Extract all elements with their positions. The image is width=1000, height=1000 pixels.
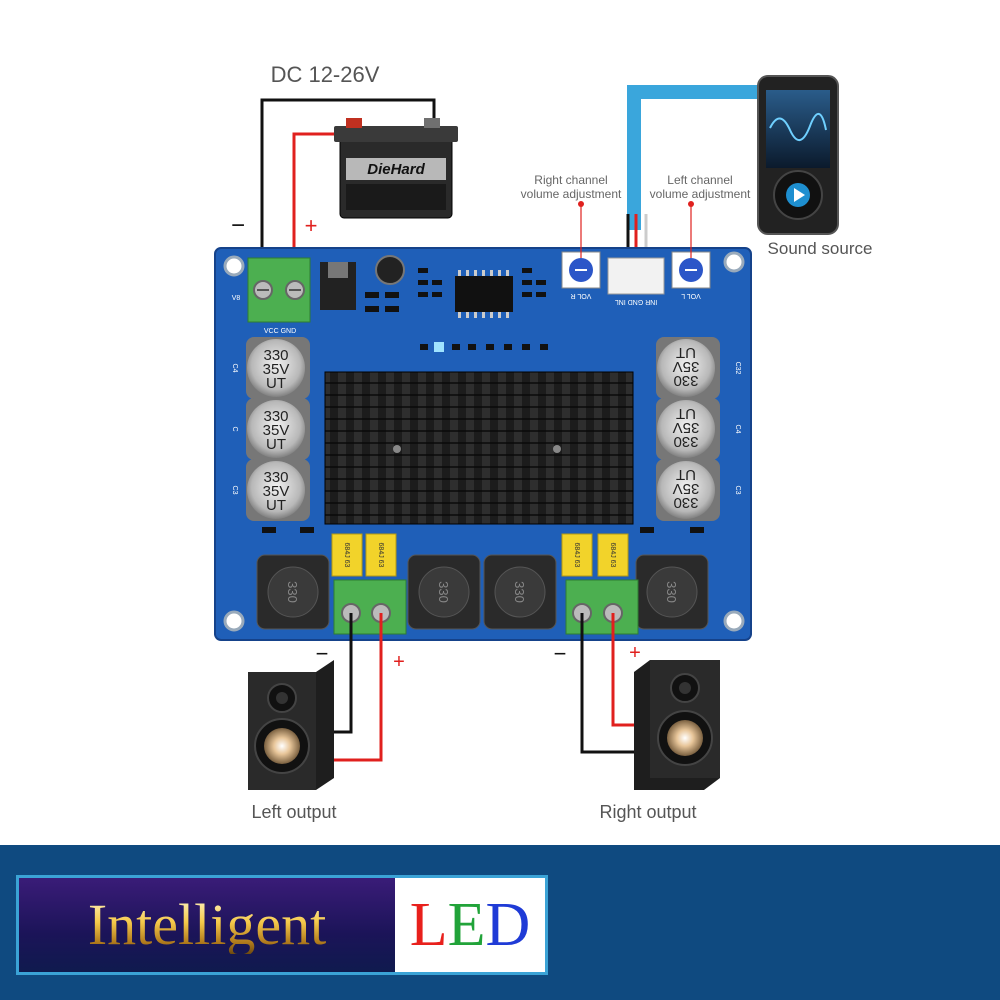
- right-channel-label-2: volume adjustment: [521, 187, 622, 201]
- svg-text:330: 330: [664, 581, 679, 603]
- svg-text:UT: UT: [676, 344, 696, 361]
- capacitor-right-1: 330 35V UT: [656, 337, 720, 399]
- inductor-4: 330: [636, 555, 708, 629]
- svg-text:684J 63: 684J 63: [377, 543, 384, 568]
- power-terminal-label: VCC GND: [264, 328, 296, 335]
- battery-brand: DieHard: [367, 161, 425, 178]
- svg-text:684J 63: 684J 63: [343, 543, 350, 568]
- right-speaker: [634, 660, 720, 790]
- brand-letter-e: E: [448, 894, 486, 956]
- svg-text:330: 330: [436, 581, 451, 603]
- amplifier-board: VCC GND V8: [215, 248, 751, 640]
- left-channel-label-1: Left channel: [667, 173, 732, 187]
- pot-right-label: VOL R: [571, 292, 592, 299]
- input-header-label: INR GND INL: [615, 298, 658, 305]
- svg-text:C4: C4: [734, 425, 741, 434]
- brand-letter-l: L: [410, 894, 448, 956]
- inductor-1: 330: [257, 555, 329, 629]
- brand-letter-d: D: [485, 894, 530, 956]
- left-minus-sign: −: [316, 641, 329, 666]
- right-output-terminal: [566, 580, 638, 634]
- inductor-3: 330: [484, 555, 556, 629]
- inductor-2: 330: [408, 555, 480, 629]
- right-output-label: Right output: [599, 802, 696, 822]
- svg-text:C32: C32: [734, 362, 741, 375]
- capacitor-right-2: 330 35V UT: [656, 398, 720, 460]
- capacitor-left-1: 330 35V UT: [246, 337, 310, 399]
- small-capacitor: [376, 256, 404, 284]
- svg-text:UT: UT: [676, 466, 696, 483]
- svg-text:330: 330: [512, 581, 527, 603]
- left-channel-label-2: volume adjustment: [650, 187, 751, 201]
- pot-left-label: VOL L: [681, 292, 701, 299]
- diagram-stage: DieHard: [0, 0, 1000, 845]
- right-channel-label-1: Right channel: [534, 173, 607, 187]
- capacitor-right-3: 330 35V UT: [656, 459, 720, 521]
- battery: DieHard: [334, 118, 458, 218]
- left-speaker: [248, 660, 334, 790]
- power-led: [434, 342, 444, 352]
- heatsink: [325, 372, 633, 524]
- capacitor-left-2: 330 35V UT: [246, 398, 310, 460]
- ic-chip: [455, 276, 513, 312]
- svg-text:UT: UT: [266, 497, 286, 514]
- left-output-terminal: [334, 580, 406, 634]
- svg-text:UT: UT: [266, 436, 286, 453]
- svg-text:C: C: [231, 426, 238, 431]
- svg-text:330: 330: [285, 581, 300, 603]
- svg-text:684J 63: 684J 63: [573, 543, 580, 568]
- svg-text:UT: UT: [266, 375, 286, 392]
- svg-text:UT: UT: [676, 405, 696, 422]
- power-minus-sign: −: [231, 212, 245, 239]
- right-minus-sign: −: [554, 641, 567, 666]
- wiring-diagram: DieHard: [0, 0, 1000, 845]
- svg-text:C3: C3: [734, 486, 741, 495]
- left-output-label: Left output: [251, 802, 336, 822]
- sound-source-device: [758, 76, 838, 234]
- power-label: DC 12-26V: [271, 62, 380, 87]
- sound-source-label: Sound source: [768, 239, 873, 258]
- brand-word-intelligent: Intelligent: [88, 896, 326, 954]
- power-plus-sign: +: [305, 213, 318, 238]
- power-terminal-side-label: V8: [232, 295, 241, 302]
- svg-text:C3: C3: [231, 486, 238, 495]
- right-plus-sign: +: [629, 642, 641, 664]
- svg-text:C4: C4: [231, 364, 238, 373]
- left-plus-sign: +: [393, 651, 405, 673]
- capacitor-left-3: 330 35V UT: [246, 459, 310, 521]
- svg-text:684J 63: 684J 63: [609, 543, 616, 568]
